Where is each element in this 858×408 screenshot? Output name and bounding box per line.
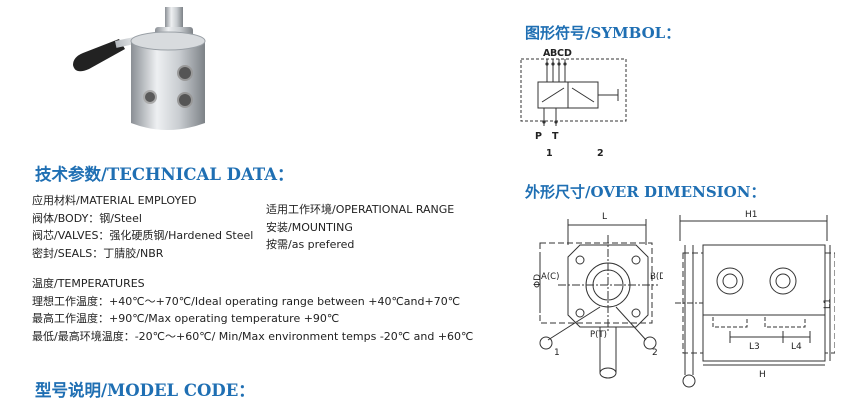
spec-line: 最低/最高环境温度：-20℃～+60℃/ Min/Max environment… <box>32 329 474 343</box>
side-view-drawing: H1 L1 L3 L4 H <box>675 210 835 388</box>
top-view-drawing: L ΦD A(C) B(D) P(T) 1 2 <box>533 212 663 379</box>
symbol-port-label: B <box>550 48 557 59</box>
dim-label-l1: L1 <box>823 298 833 309</box>
temperature-list: 温度/TEMPERATURES 理想工作温度：+40℃～+70℃/Ideal o… <box>32 275 473 345</box>
symbol-port-label: C <box>557 48 564 59</box>
symbol-port-label: A <box>543 48 551 59</box>
spec-line: 安装/MOUNTING <box>266 220 353 234</box>
spec-line: 密封/SEALS：丁腈胶/NBR <box>32 246 164 260</box>
symbol-port-label: P <box>535 131 542 142</box>
symbol-position-number: 2 <box>597 148 604 159</box>
position-label-2: 2 <box>652 348 658 358</box>
port-label-p-t: P(T) <box>590 330 607 340</box>
spec-line: 温度/TEMPERATURES <box>32 277 145 290</box>
symbol-heading: 图形符号/SYMBOL： <box>525 24 681 42</box>
spec-line: 应用材料/MATERIAL EMPLOYED <box>32 194 197 207</box>
port-label-a-c: A(C) <box>541 272 559 282</box>
spec-line: 最高工作温度：+90℃/Max operating temperature +9… <box>32 312 340 325</box>
position-label-1: 1 <box>554 348 560 358</box>
hydraulic-symbol-diagram: A B C D P T 1 2 <box>520 48 627 159</box>
model-code-heading: 型号说明/MODEL CODE： <box>35 381 255 400</box>
dim-label-phi-d: ΦD <box>533 274 543 288</box>
spec-line: 按需/as prefered <box>266 238 355 251</box>
dim-label-l3: L3 <box>749 342 760 352</box>
valve-product-image <box>73 7 206 130</box>
dim-label-l: L <box>602 212 607 222</box>
technical-data-heading: 技术参数/TECHNICAL DATA： <box>35 165 294 184</box>
dim-label-h1: H1 <box>745 210 758 220</box>
symbol-position-number: 1 <box>546 148 553 159</box>
spec-line: 阀芯/VALVES：强化硬质钢/Hardened Steel <box>32 229 254 242</box>
spec-right-list: 适用工作环境/OPERATIONAL RANGE 安装/MOUNTING 按需/… <box>266 201 454 254</box>
symbol-port-label: D <box>564 48 572 59</box>
spec-line: 阀体/BODY：钢/Steel <box>32 211 142 225</box>
symbol-port-label: T <box>552 131 559 142</box>
over-dimension-heading: 外形尺寸/OVER DIMENSION： <box>525 183 766 201</box>
dim-label-l4: L4 <box>791 342 802 352</box>
spec-line: 适用工作环境/OPERATIONAL RANGE <box>266 203 455 216</box>
spec-line: 理想工作温度：+40℃～+70℃/Ideal operating range b… <box>32 294 461 308</box>
port-label-b-d: B(D) <box>650 272 663 282</box>
spec-left-list: 应用材料/MATERIAL EMPLOYED 阀体/BODY：钢/Steel 阀… <box>32 192 253 262</box>
dim-label-h: H <box>759 370 766 380</box>
